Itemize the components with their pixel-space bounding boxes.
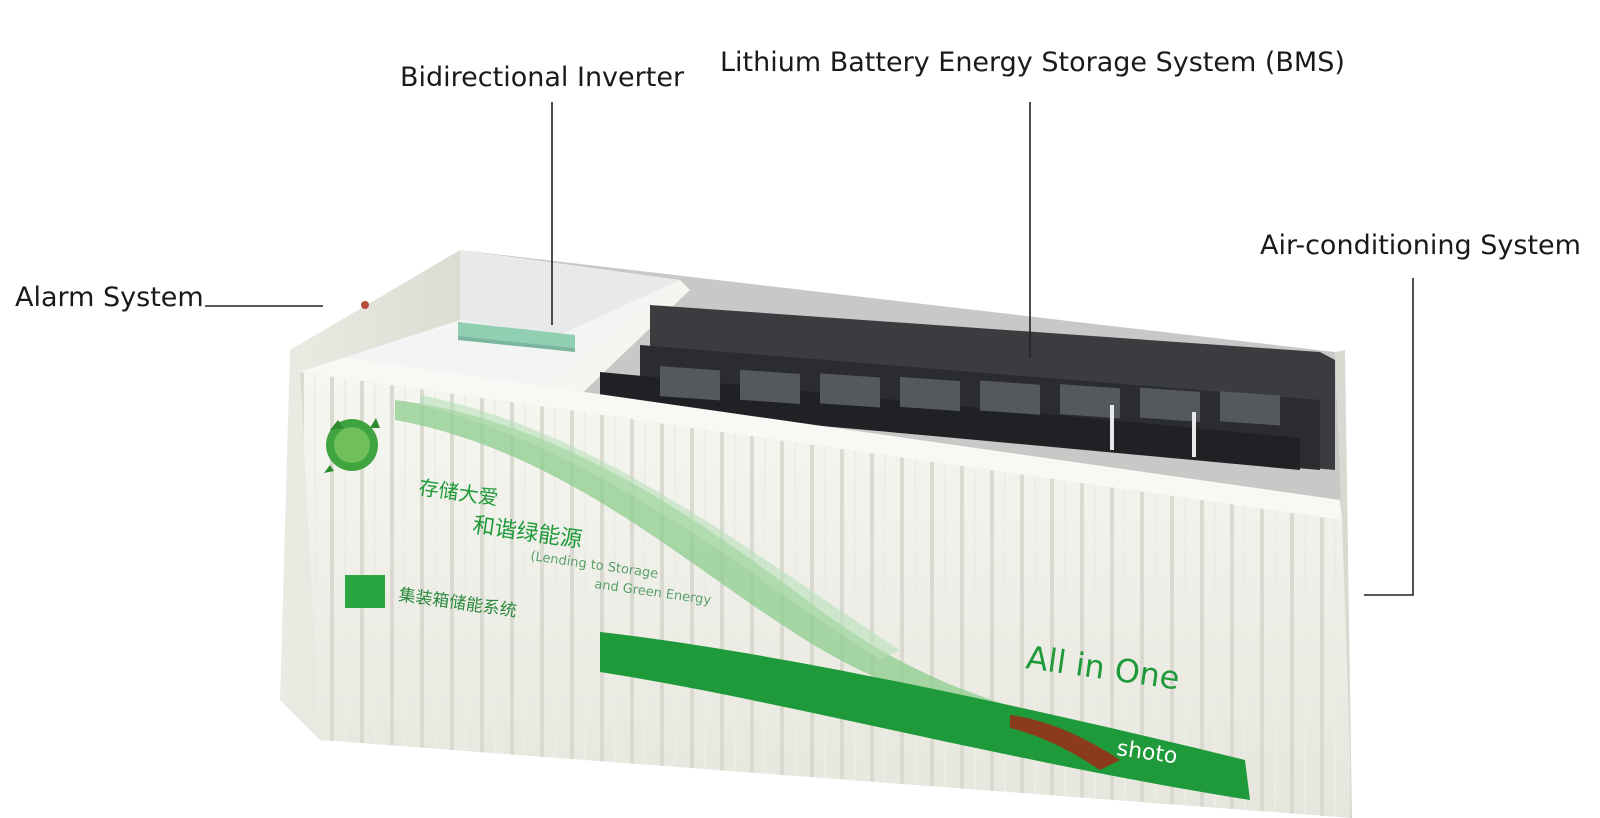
alarm-beacon bbox=[361, 301, 369, 309]
label-alarm-system: Alarm System bbox=[15, 282, 204, 313]
label-air-conditioning: Air-conditioning System bbox=[1260, 230, 1581, 261]
leader-aircon bbox=[1364, 278, 1414, 596]
inverter-unit bbox=[458, 322, 575, 352]
label-bms: Lithium Battery Energy Storage System (B… bbox=[720, 47, 1345, 78]
green-swoosh bbox=[395, 400, 1070, 735]
battery-racks bbox=[600, 305, 1335, 470]
eco-globe-logo bbox=[324, 418, 380, 473]
label-bidirectional-inverter: Bidirectional Inverter bbox=[400, 62, 685, 93]
green-block bbox=[345, 575, 385, 608]
container-end bbox=[280, 250, 460, 740]
air-conditioner-end bbox=[1335, 350, 1352, 818]
